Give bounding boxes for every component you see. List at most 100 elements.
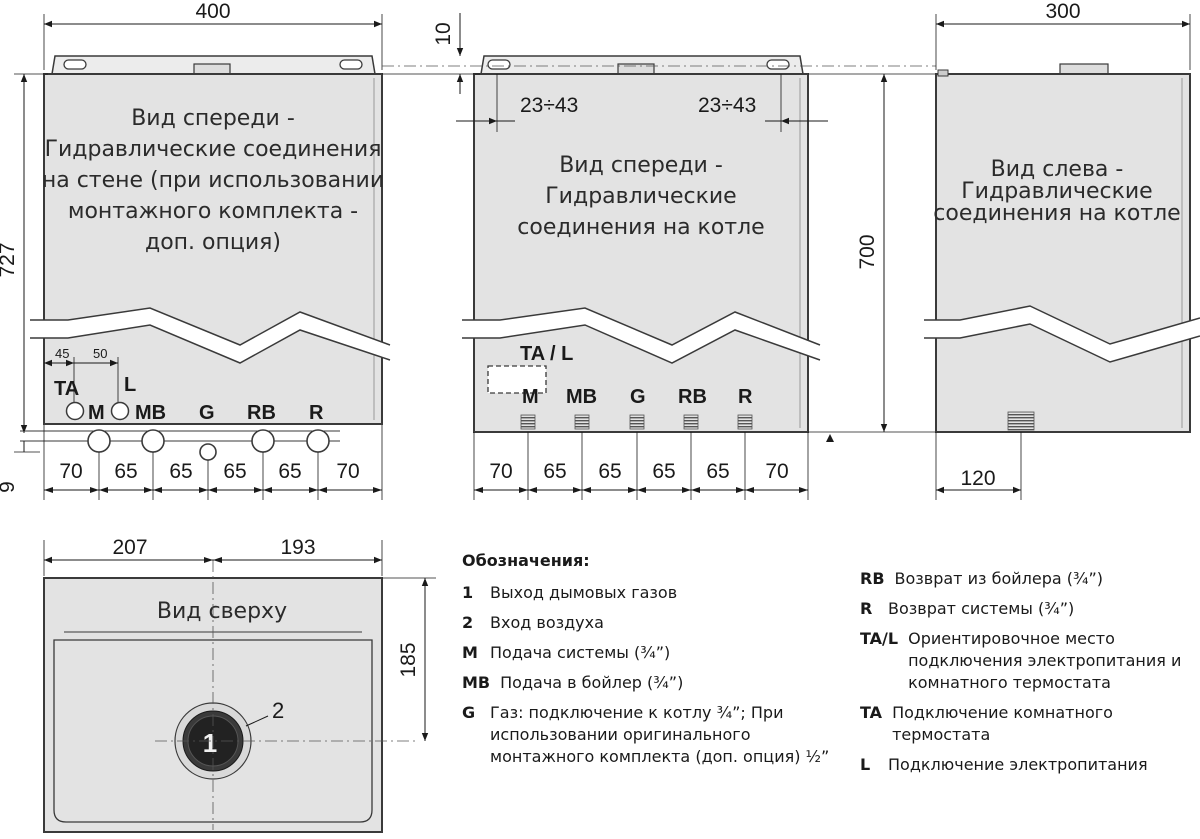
label-ta: TA (54, 378, 79, 400)
pipe-mb-icon (141, 429, 165, 453)
legend-code: R (860, 599, 873, 618)
legend-item: M Подача системы (¾”) (462, 642, 842, 664)
label-m: M (88, 402, 105, 424)
top-view: Вид сверху 1 2 207 193 185 (43, 536, 436, 833)
mark-2: 2 (272, 698, 284, 723)
legend-text: Выход дымовых газов (490, 583, 678, 602)
label-mb: MB (135, 402, 166, 424)
mark-1: 1 (203, 728, 217, 758)
legend-code: TA (860, 703, 883, 722)
dim-23-43-right: 23÷43 (698, 94, 756, 117)
legend-item: G Газ: подключение к котлу ¾”; При испол… (462, 702, 842, 768)
legend-text: Подача системы (¾”) (490, 643, 671, 662)
label-g: G (199, 402, 215, 424)
legend-code: 1 (462, 583, 474, 602)
label-boiler-mb: MB (566, 386, 597, 408)
left-label-3: соединения на котле (933, 201, 1180, 226)
dim-45: 45 (55, 346, 69, 361)
thread-m-icon (520, 414, 536, 430)
legend-text: Подача в бойлер (¾”) (500, 673, 684, 692)
legend-text: Ориентировочное место подключения электр… (908, 629, 1182, 692)
legend-item: MB Подача в бойлер (¾”) (462, 672, 842, 694)
dim-width-400: 400 (195, 0, 230, 23)
pipe-r-icon (306, 429, 330, 453)
legend-column-1: Обозначения: 1 Выход дымовых газов 2 Вхо… (462, 550, 842, 776)
legend-text: Возврат системы (¾”) (888, 599, 1075, 618)
top-label: Вид сверху (157, 599, 287, 624)
legend-code: 2 (462, 613, 474, 632)
dim-left-sp-5: 65 (278, 460, 301, 483)
break-band (30, 308, 390, 363)
label-boiler-g: G (630, 386, 646, 408)
legend-item: RB Возврат из бойлера (¾”) (860, 568, 1195, 590)
front-boiler-label-2: Гидравлические (545, 184, 736, 209)
front-wall-label-1: Вид спереди - (131, 106, 295, 131)
side-body (935, 73, 1191, 433)
dim-50: 50 (93, 346, 107, 361)
thread-r-icon (737, 414, 753, 430)
legend-item: 1 Выход дымовых газов (462, 582, 842, 604)
ta-port-icon (65, 401, 85, 421)
thread-rb-icon (683, 414, 699, 430)
boiler-body (43, 73, 383, 425)
dim-23-43-left: 23÷43 (520, 94, 578, 117)
dim-left-sp-4: 65 (223, 460, 246, 483)
pipe-rb-icon (251, 429, 275, 453)
legend-column-2: RB Возврат из бойлера (¾”) R Возврат сис… (860, 568, 1195, 784)
left-label-2: Гидравлические (961, 179, 1152, 204)
dim-mid-sp-5: 65 (706, 460, 729, 483)
label-r: R (309, 402, 324, 424)
dim-left-sp-6: 70 (336, 460, 359, 483)
front-wall-label-3: на стене (при использовании (42, 168, 384, 193)
ta-l-zone (487, 365, 547, 394)
dim-mid-sp-3: 65 (598, 460, 621, 483)
legend-code: TA/L (860, 629, 899, 648)
bracket-slot-right (339, 59, 363, 70)
front-boiler-label-1: Вид спереди - (559, 153, 723, 178)
legend-code: MB (462, 673, 491, 692)
legend-item: TA/L Ориентировочное место подключения э… (860, 628, 1195, 694)
dim-207: 207 (112, 536, 147, 559)
dim-mid-sp-2: 65 (543, 460, 566, 483)
label-boiler-r: R (738, 386, 753, 408)
label-l: L (124, 374, 136, 396)
dim-120: 120 (960, 467, 995, 490)
left-label-1: Вид слева - (991, 157, 1124, 182)
dim-mid-sp-6: 70 (765, 460, 788, 483)
dim-9: 9 (0, 481, 19, 493)
dim-left-sp-2: 65 (114, 460, 137, 483)
l-port-icon (110, 401, 130, 421)
legend-text: Газ: подключение к котлу ¾”; При использ… (490, 703, 830, 766)
legend-item: 2 Вход воздуха (462, 612, 842, 634)
dim-height-700: 700 (856, 234, 879, 269)
front-boiler-label-3: соединения на котле (517, 215, 764, 240)
legend-text: Возврат из бойлера (¾”) (894, 569, 1104, 588)
front-wall-label-2: Гидравлические соединения (45, 137, 382, 162)
front-wall-label-4: монтажного комплекта - (68, 199, 358, 224)
bracket-slot-left (63, 59, 87, 70)
pipe-g-icon (199, 443, 217, 461)
dim-left-sp-3: 65 (169, 460, 192, 483)
dim-height-727: 727 (0, 242, 19, 277)
dim-mid-sp-4: 65 (652, 460, 675, 483)
thread-mb-icon (574, 414, 590, 430)
legend-code: M (462, 643, 478, 662)
label-rb: RB (247, 402, 276, 424)
thread-g-icon (629, 414, 645, 430)
dim-mid-sp-1: 70 (489, 460, 512, 483)
front-wall-label-5: доп. опция) (145, 230, 281, 255)
dim-10: 10 (432, 22, 455, 45)
legend-item: TA Подключение комнатного термостата (860, 702, 1195, 746)
front-view-boiler: Вид спереди - Гидравлические соединения … (382, 13, 936, 500)
legend-item: R Возврат системы (¾”) (860, 598, 1195, 620)
label-boiler-rb: RB (678, 386, 707, 408)
dim-185: 185 (397, 642, 420, 677)
side-thread-icon (1007, 411, 1035, 431)
legend-text: Подключение электропитания (888, 755, 1148, 774)
legend-item: L Подключение электропитания (860, 754, 1195, 776)
legend-text: Вход воздуха (490, 613, 604, 632)
dim-193: 193 (280, 536, 315, 559)
label-boiler-m: M (522, 386, 539, 408)
label-ta-l: TA / L (520, 343, 573, 365)
